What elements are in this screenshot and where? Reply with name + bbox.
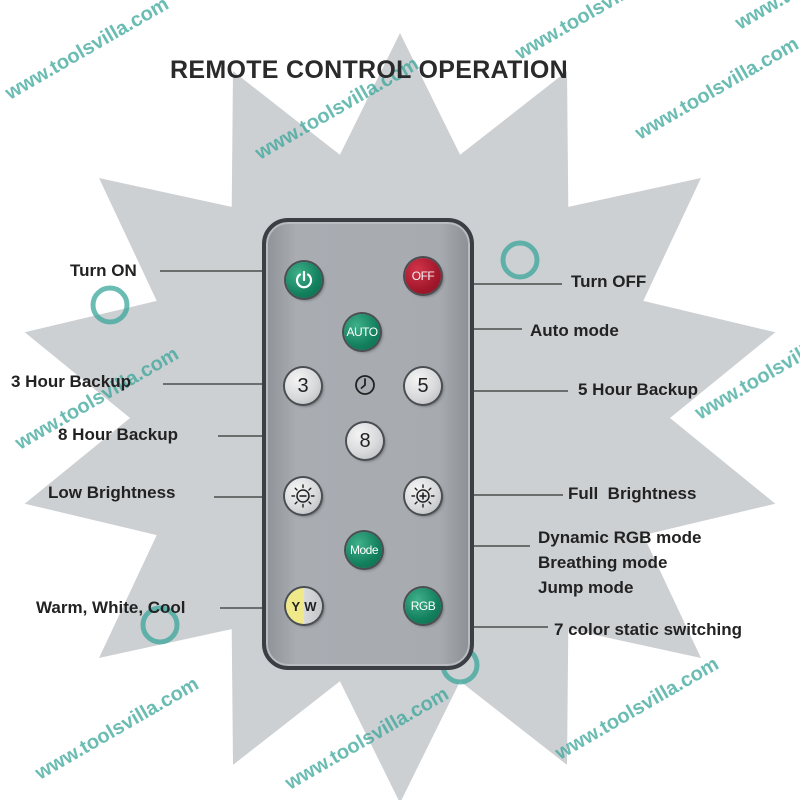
- off-button-label: OFF: [411, 269, 435, 283]
- label-mode-line-3: Jump mode: [538, 578, 634, 597]
- power-icon: [295, 270, 313, 289]
- eight-hour-label: 8: [359, 429, 371, 452]
- auto-button[interactable]: AUTO: [344, 314, 380, 350]
- watermark-logo: [140, 605, 180, 645]
- mode-button[interactable]: Mode: [346, 532, 382, 568]
- eight-hour-button[interactable]: 8: [347, 423, 383, 459]
- three-hour-button[interactable]: 3: [285, 368, 321, 404]
- label-turn-off: Turn OFF: [571, 272, 647, 291]
- auto-button-label: AUTO: [346, 325, 378, 339]
- five-hour-button[interactable]: 5: [405, 368, 441, 404]
- watermark-text: www.toolsvilla.com: [31, 673, 203, 785]
- label-turn-on: Turn ON: [70, 261, 137, 280]
- three-hour-label: 3: [297, 374, 309, 397]
- rgb-button-label: RGB: [410, 599, 436, 613]
- label-three-hour: 3 Hour Backup: [11, 372, 131, 391]
- clock-icon: [355, 375, 375, 395]
- watermark-text: www.toolsvilla.com: [1, 0, 173, 105]
- label-eight-hour: 8 Hour Backup: [58, 425, 178, 444]
- label-mode-line-1: Dynamic RGB mode: [538, 528, 702, 547]
- five-hour-label: 5: [417, 374, 429, 397]
- off-button[interactable]: OFF: [405, 258, 441, 294]
- watermark-text: www.toolsvilla.com: [631, 33, 800, 145]
- low-brightness-button[interactable]: [285, 478, 321, 514]
- label-auto-mode: Auto mode: [530, 321, 619, 340]
- mode-button-label: Mode: [349, 543, 379, 557]
- label-low-brightness: Low Brightness: [48, 483, 176, 502]
- warm-white-cool-button[interactable]: Y W: [286, 588, 322, 624]
- label-seven-color: 7 color static switching: [554, 620, 742, 639]
- label-full-brightness: Full Brightness: [568, 484, 697, 503]
- power-button[interactable]: [286, 262, 322, 298]
- w-label: W: [304, 598, 317, 614]
- watermark-logo: [500, 240, 540, 280]
- full-brightness-button[interactable]: [405, 478, 441, 514]
- label-warm-white-cool: Warm, White, Cool: [36, 598, 186, 617]
- label-mode-line-2: Breathing mode: [538, 553, 668, 572]
- label-five-hour: 5 Hour Backup: [578, 380, 698, 399]
- watermark-text: www.toolsvilla.com: [731, 0, 800, 35]
- watermark-text: www.toolsvilla.com: [551, 653, 723, 765]
- watermark-logo: [90, 285, 130, 325]
- page-title: REMOTE CONTROL OPERATION: [170, 56, 568, 84]
- y-label: Y: [291, 598, 301, 614]
- brightness-low-icon: [291, 484, 315, 508]
- rgb-button[interactable]: RGB: [405, 588, 441, 624]
- brightness-full-icon: [411, 484, 435, 508]
